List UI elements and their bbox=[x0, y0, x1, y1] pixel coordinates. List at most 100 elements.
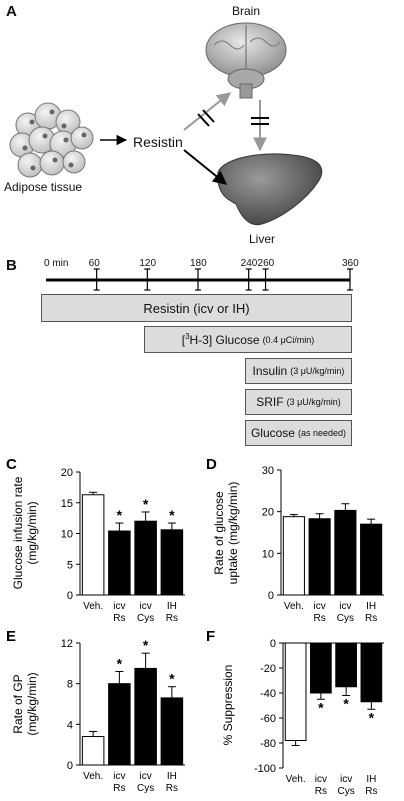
significance-star: * bbox=[143, 496, 149, 512]
timeline-label: 180 bbox=[190, 258, 207, 269]
significance-star: * bbox=[169, 671, 175, 687]
y-tick-label: -100 bbox=[254, 763, 276, 775]
significance-star: * bbox=[117, 507, 123, 523]
x-tick-label: Veh. bbox=[83, 771, 103, 782]
y-tick-label: -20 bbox=[260, 663, 276, 675]
bar bbox=[134, 667, 157, 766]
significance-star: * bbox=[343, 696, 349, 712]
panel-a-diagram bbox=[9, 22, 323, 226]
timeline-tick bbox=[195, 268, 201, 291]
bar bbox=[284, 642, 307, 741]
y-tick-label: -40 bbox=[260, 688, 276, 700]
error-bar bbox=[141, 511, 150, 522]
timeline bbox=[46, 268, 353, 291]
adipose-tissue-icon bbox=[9, 102, 94, 178]
block-mark-resistin-brain bbox=[197, 109, 215, 127]
y-tick-label: 0 bbox=[67, 760, 73, 772]
timeline-tick bbox=[347, 268, 353, 291]
resistin-infusion-bar: Resistin (icv or IH) bbox=[41, 294, 352, 322]
brain-icon bbox=[205, 22, 287, 99]
timeline-label: 240 bbox=[240, 258, 258, 269]
srif-label: SRIF bbox=[256, 395, 284, 409]
glucose-infusion-bar: Glucose (as needed) bbox=[245, 420, 352, 446]
bar bbox=[360, 642, 383, 703]
timeline-tick bbox=[262, 268, 269, 291]
timeline-label: 260 bbox=[257, 258, 275, 269]
panel-letter: E bbox=[6, 628, 16, 645]
glucose-label: Glucose bbox=[250, 426, 295, 440]
panel-b-letter: B bbox=[6, 257, 17, 274]
tracer-infusion-bar: [3H-3] Glucose (0.4 μCi/min) bbox=[144, 326, 352, 353]
timeline-label: 120 bbox=[139, 258, 157, 269]
bar bbox=[308, 518, 331, 596]
y-tick-label: 12 bbox=[61, 638, 73, 650]
y-axis-label: Rate of GP(mg/kg/min) bbox=[11, 672, 39, 735]
adipose-tissue-label: Adipose tissue bbox=[4, 180, 83, 194]
y-tick-label: 10 bbox=[61, 529, 73, 541]
panel-a-letter: A bbox=[6, 3, 17, 20]
bar bbox=[310, 642, 332, 694]
insulin-infusion-bar: Insulin (3 μU/kg/min) bbox=[245, 358, 352, 384]
significance-star: * bbox=[318, 699, 324, 715]
y-axis-label: % Suppression bbox=[221, 665, 235, 746]
timeline-tick bbox=[245, 268, 252, 291]
y-tick-label: 30 bbox=[262, 465, 274, 477]
srif-rate: (3 μU/kg/min) bbox=[286, 397, 341, 407]
significance-star: * bbox=[117, 655, 123, 671]
bar bbox=[81, 736, 105, 766]
insulin-rate: (3 μU/kg/min) bbox=[290, 366, 345, 376]
y-axis-label: Glucose infusion rate(mg/kg/min) bbox=[11, 476, 39, 589]
liver-label: Liver bbox=[249, 232, 276, 246]
x-tick-label: Veh. bbox=[286, 774, 306, 785]
error-bar bbox=[89, 491, 98, 495]
bar bbox=[334, 509, 357, 596]
error-bar bbox=[89, 730, 98, 737]
panel-letter: D bbox=[206, 456, 217, 473]
y-tick-label: 0 bbox=[67, 590, 73, 602]
panel-letter: C bbox=[6, 456, 17, 473]
bar bbox=[108, 683, 131, 766]
error-bar bbox=[367, 518, 376, 525]
y-tick-label: 4 bbox=[67, 719, 73, 731]
brain-label: Brain bbox=[232, 4, 261, 18]
error-bar bbox=[289, 514, 298, 517]
y-tick-label: 5 bbox=[67, 559, 73, 571]
y-axis-label: Rate of glucoseuptake (mg/kg/min) bbox=[212, 482, 240, 585]
glucose-rate: (as needed) bbox=[297, 428, 347, 438]
significance-star: * bbox=[369, 709, 375, 725]
error-bar bbox=[367, 701, 376, 710]
resistin-to-brain-arrow bbox=[183, 92, 232, 131]
y-tick-label: 0 bbox=[270, 638, 276, 650]
tracer-label: Glucose bbox=[215, 332, 260, 347]
error-bar bbox=[167, 522, 176, 530]
y-tick-label: -60 bbox=[260, 713, 276, 725]
resistin-to-liver-arrow bbox=[183, 149, 228, 185]
bar bbox=[134, 520, 157, 596]
error-bar bbox=[315, 513, 324, 519]
significance-star: * bbox=[169, 507, 175, 523]
tracer-rate: (0.4 μCi/min) bbox=[262, 334, 315, 345]
timeline-label: 0 min bbox=[44, 258, 69, 269]
significance-star: * bbox=[143, 637, 149, 653]
timeline-tick bbox=[93, 268, 100, 291]
x-tick-label: Veh. bbox=[83, 601, 103, 612]
x-tick-label: Veh. bbox=[284, 601, 304, 612]
error-bar bbox=[115, 670, 124, 684]
bar bbox=[335, 642, 357, 688]
panel-letter: F bbox=[206, 628, 215, 645]
bar bbox=[160, 697, 184, 766]
